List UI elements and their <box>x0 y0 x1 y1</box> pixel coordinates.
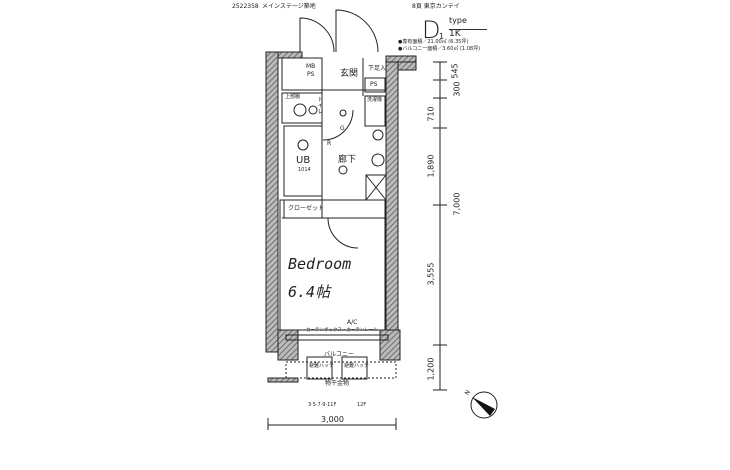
toilet-shelf-label: 上部棚 <box>285 94 301 100</box>
dim-7000: 7,000 <box>452 192 462 216</box>
dim-710: 710 <box>426 106 436 122</box>
listing-id: 2522358 <box>232 3 259 10</box>
hatch-2-label: 避難ハッチ <box>344 363 370 369</box>
curtain-label: カーテンボックス・カーテンレール <box>306 328 378 333</box>
floors-b-label: 12F <box>357 402 367 408</box>
laundry-hanger-label: 物干金物 <box>325 380 350 387</box>
walls <box>265 51 417 383</box>
bath-size: 1014 <box>298 167 311 173</box>
mbps-label: MB <box>306 63 316 70</box>
type-sub: 1 <box>439 32 445 41</box>
shoe-box-label: 下足入 <box>368 65 387 72</box>
bath-label: UB <box>296 155 311 166</box>
gas-mark: G <box>340 125 345 132</box>
area-private: ●専有面積／21.00㎡ (6.35坪) <box>398 39 469 45</box>
hallway-label: 廊下 <box>338 155 357 165</box>
closet-label: クローゼット <box>288 205 325 212</box>
type-label: type <box>449 16 467 25</box>
mbps-label-2: PS <box>307 71 315 78</box>
hatch-1-label: 避難ハッチ <box>309 363 335 369</box>
floors-a-label: 3·5·7·9·11F <box>308 402 337 408</box>
bedroom-size: 6.4帖 <box>288 283 331 301</box>
toilet-label: トイレ <box>316 96 323 114</box>
layout: 1K <box>449 29 487 39</box>
dim-300: 300 <box>452 81 462 97</box>
dim-545: 545 <box>450 63 460 79</box>
ps-label: PS <box>370 81 378 88</box>
washer-label: 洗濯機 <box>367 97 383 103</box>
page-source: 8頁 東京カンテイ <box>412 3 460 10</box>
r-mark: R <box>327 140 332 147</box>
balcony-label: バルコニー <box>324 351 354 358</box>
building-name: メインステージ築地 <box>262 3 316 10</box>
dim-3555: 3,555 <box>426 262 436 286</box>
area-balcony: ●バルコニー面積／3.60㎡ (1.08坪) <box>398 46 481 52</box>
dim-1200: 1,200 <box>426 357 436 381</box>
dim-width: 3,000 <box>321 415 344 424</box>
dim-1890: 1,890 <box>426 154 436 178</box>
ac-label: A/C <box>347 319 358 326</box>
bedroom-label: Bedroom <box>288 255 352 273</box>
type-code: D <box>422 16 441 44</box>
entrance-label: 玄関 <box>340 69 359 79</box>
